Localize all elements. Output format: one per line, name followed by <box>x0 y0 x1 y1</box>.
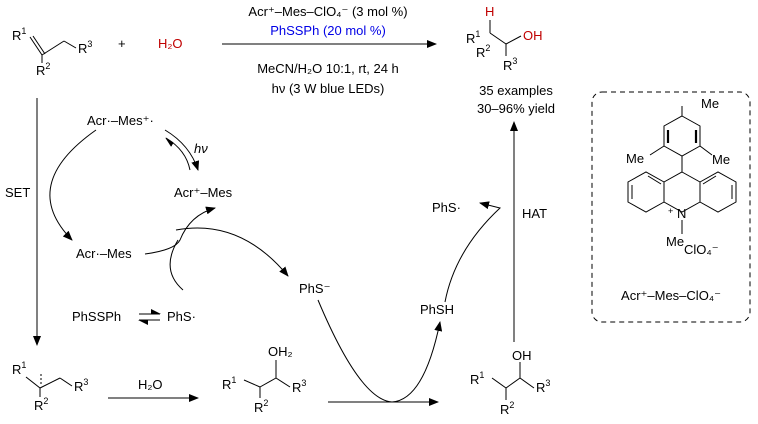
water-reagent: H₂O <box>158 36 183 51</box>
svg-text:R3: R3 <box>74 377 88 394</box>
acr-mes-radical-cation: Acr·–Mes⁺· <box>87 113 154 128</box>
proton-transfer-arrow <box>317 299 443 403</box>
examples-count: 35 examples <box>479 83 553 98</box>
hydroxy-radical-intermediate: OH R1 R2 R3 <box>470 348 550 417</box>
svg-text:OH₂: OH₂ <box>268 344 293 359</box>
svg-text:R1: R1 <box>222 375 236 392</box>
set-label: SET <box>5 185 30 200</box>
hv-arrow-down <box>164 129 200 171</box>
svg-text:R2: R2 <box>500 400 514 417</box>
svg-text:+: + <box>668 206 673 216</box>
thiyl-radical-regenerated: PhS· <box>432 200 461 215</box>
thiyl-radical: PhS· <box>167 309 196 324</box>
set-arrow <box>49 129 97 241</box>
svg-text:OH: OH <box>523 28 543 43</box>
catalyst-condition: Acr⁺–Mes–ClO₄⁻ (3 mol %) <box>248 4 407 19</box>
svg-text:R1: R1 <box>466 29 480 46</box>
svg-text:R3: R3 <box>78 39 92 56</box>
oxonium-radical-intermediate: OH₂ R1 R2 R3 <box>222 344 306 415</box>
hv-arrow-up <box>165 137 191 171</box>
acr-mes-catalyst: Acr⁺–Mes <box>174 185 233 200</box>
svg-text:R3: R3 <box>536 378 550 395</box>
svg-text:R2: R2 <box>254 398 268 415</box>
svg-text:Me: Me <box>712 152 730 167</box>
solvent-condition: MeCN/H₂O 10:1, rt, 24 h <box>257 61 399 76</box>
svg-text:R1: R1 <box>470 370 484 387</box>
thiolate-anion: PhS⁻ <box>299 281 330 296</box>
svg-text:R3: R3 <box>503 56 517 73</box>
electron-transfer-arrow <box>175 227 289 277</box>
catalyst-caption: Acr⁺–Mes–ClO₄⁻ <box>621 288 721 303</box>
svg-text:Me: Me <box>626 151 644 166</box>
svg-text:R1: R1 <box>12 26 26 43</box>
svg-text:R2: R2 <box>36 61 50 78</box>
svg-text:N: N <box>677 206 686 221</box>
thiophenol-label: PhSH <box>420 302 454 317</box>
acr-mes-reduced: Acr·–Mes <box>76 246 132 261</box>
disulfide-label: PhSSPh <box>72 309 121 324</box>
alcohol-product: H OH R1 R2 R3 <box>466 4 543 73</box>
regeneration-arrow <box>144 206 216 255</box>
hv-label: hν <box>194 141 208 156</box>
water-step-label: H₂O <box>138 377 163 392</box>
plus-sign: + <box>118 36 126 51</box>
svg-text:ClO₄⁻: ClO₄⁻ <box>684 242 719 257</box>
alkene-substrate: R1 R2 R3 <box>12 26 92 78</box>
hat-curve <box>444 201 502 303</box>
svg-text:OH: OH <box>512 348 532 363</box>
acridinium-structure: Me Me Me N + Me ClO₄⁻ <box>626 96 737 257</box>
svg-text:R2: R2 <box>476 43 490 60</box>
alkene-radical-cation: R1 R2 R3 <box>12 360 88 413</box>
hat-label: HAT <box>522 206 547 221</box>
svg-text:Me: Me <box>701 96 719 111</box>
thiyl-curve <box>169 239 184 291</box>
svg-text:R1: R1 <box>12 360 26 377</box>
yield-range: 30–96% yield <box>477 101 555 116</box>
svg-text:H: H <box>485 4 494 19</box>
svg-text:Me: Me <box>666 234 684 249</box>
svg-text:R3: R3 <box>292 378 306 395</box>
cocatalyst-condition: PhSSPh (20 mol %) <box>270 23 386 38</box>
svg-text:R2: R2 <box>34 396 48 413</box>
light-condition: hν (3 W blue LEDs) <box>272 81 385 96</box>
